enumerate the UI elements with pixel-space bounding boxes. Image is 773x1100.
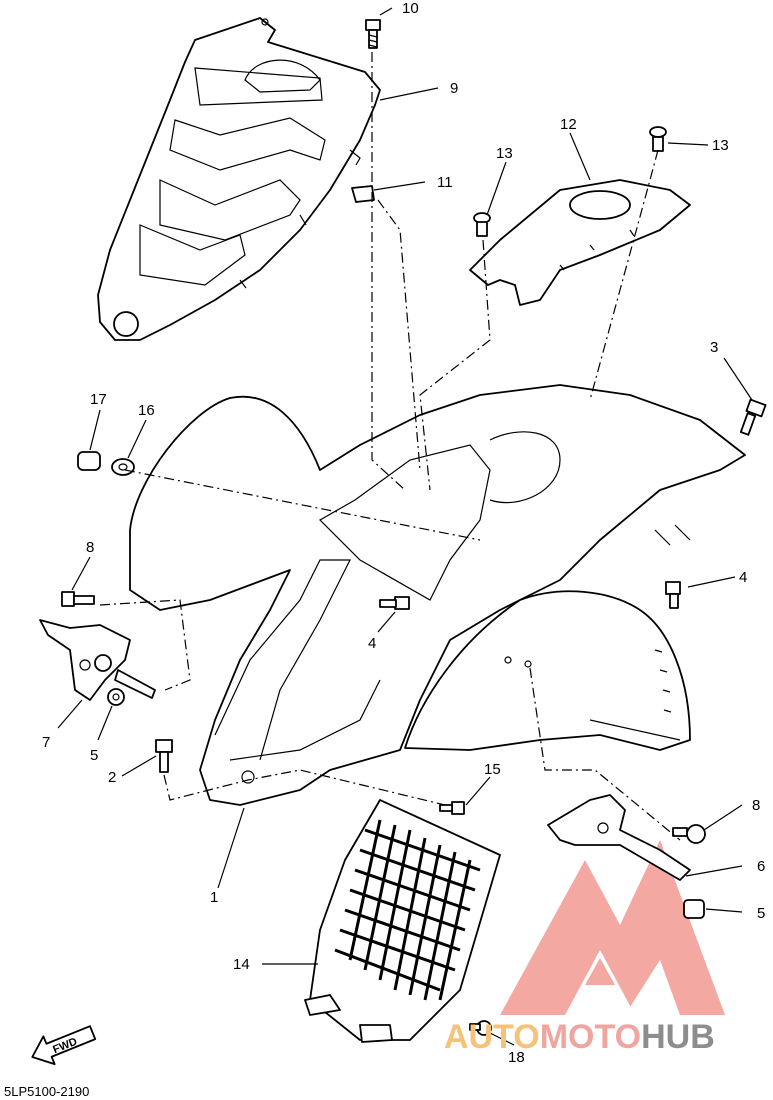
callout-5-left: 5	[90, 747, 98, 764]
part-8-bolt-right	[672, 824, 706, 844]
part-12-panel	[469, 179, 691, 306]
part-16-washer	[111, 458, 135, 476]
part-4-bolt-right	[665, 581, 681, 609]
callout-9: 9	[450, 80, 458, 97]
callout-10: 10	[402, 0, 419, 17]
watermark-auto: AUTO	[444, 1018, 540, 1056]
watermark-hub: HUB	[641, 1018, 715, 1056]
fwd-label: FWD	[51, 1036, 79, 1057]
part-2-bolt	[155, 739, 173, 773]
callout-3: 3	[710, 339, 718, 356]
watermark-text: AUTOMOTOHUB	[444, 1018, 715, 1057]
watermark-moto: MOTO	[539, 1018, 642, 1056]
callout-6: 6	[757, 858, 765, 875]
drawing-code: 5LP5100-2190	[4, 1084, 90, 1099]
watermark-logo	[500, 840, 725, 1015]
fwd-arrow: FWD	[31, 1025, 97, 1066]
callout-4-center: 4	[368, 635, 376, 652]
part-5-nut-right	[683, 899, 705, 919]
part-7-bracket	[39, 619, 156, 701]
callout-11: 11	[437, 174, 453, 191]
callout-12: 12	[560, 116, 577, 133]
part-8-bolt-left	[61, 591, 95, 607]
part-11-clip	[351, 185, 375, 203]
part-5-nut-left	[107, 688, 125, 706]
part-10-bolt	[365, 19, 381, 49]
callout-4-right: 4	[739, 569, 747, 586]
part-1-front-fender	[129, 384, 746, 806]
part-1-fender-right-wing	[404, 590, 691, 751]
callout-8-right: 8	[752, 797, 760, 814]
part-14-grille	[304, 799, 501, 1043]
callout-1: 1	[210, 889, 218, 906]
callout-14: 14	[233, 956, 250, 973]
leader-lines	[57, 7, 753, 1046]
callout-5-right: 5	[757, 905, 765, 922]
part-9-front-upper-cover	[97, 17, 381, 341]
part-15-bolt	[439, 801, 465, 815]
callout-13-left: 13	[496, 145, 513, 162]
part-6-bracket	[547, 794, 691, 881]
part-13-rivet-right	[649, 126, 667, 152]
part-13-rivet-left	[473, 212, 491, 237]
callout-13-right: 13	[712, 137, 729, 154]
callout-2: 2	[108, 769, 116, 786]
callout-8-left: 8	[86, 539, 94, 556]
callout-18: 18	[508, 1049, 525, 1066]
part-17-nut	[77, 451, 101, 471]
callout-labels: 10 9 11 12 13 13 3 17 16 8 4 4 7 5 2 15 …	[42, 0, 765, 1066]
callout-15: 15	[484, 761, 501, 778]
callout-7: 7	[42, 734, 50, 751]
grille-mesh	[334, 819, 481, 1001]
part-3-bolt	[739, 398, 767, 436]
part-4-bolt-center	[379, 596, 410, 610]
part-18-bolt	[469, 1020, 492, 1036]
callout-17: 17	[90, 391, 107, 408]
callout-16: 16	[138, 402, 155, 419]
